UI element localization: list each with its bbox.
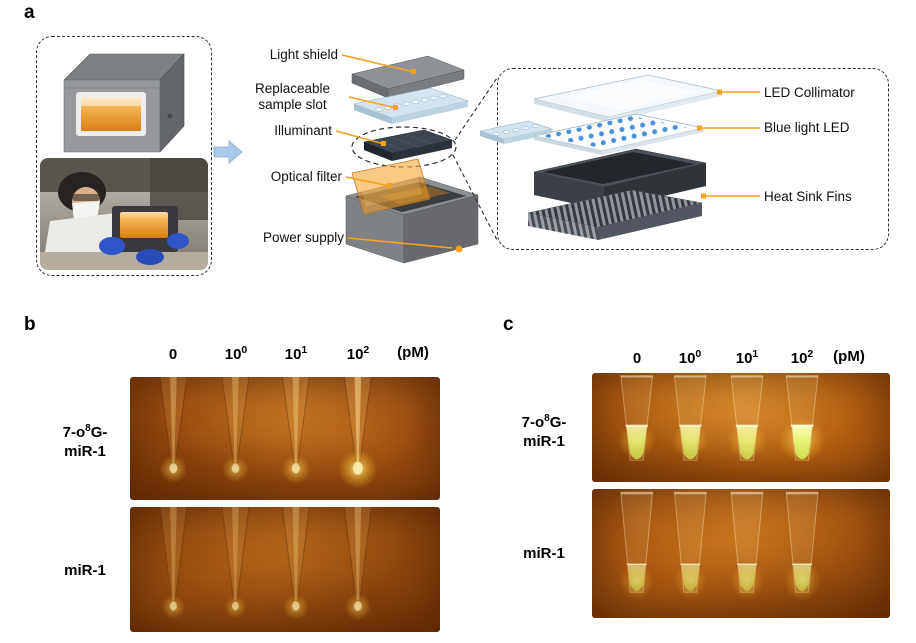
- label-blue-light-led: Blue light LED: [764, 120, 850, 135]
- c-conc-header-0: 0: [632, 350, 642, 367]
- label-connector-lines: [335, 54, 760, 249]
- label-power-supply: Power supply: [262, 230, 344, 245]
- label-led-collimator: LED Collimator: [764, 85, 855, 100]
- b-conc-header-3: 102: [346, 344, 370, 363]
- b-row-label-mir1: miR-1: [64, 562, 106, 579]
- gel-image-c-mir1: [592, 489, 890, 618]
- sample-slot-part: [352, 87, 470, 124]
- label-connector-dots: [381, 69, 722, 199]
- gel-image-b-7o8g-mir1: [130, 377, 440, 500]
- c-conc-header-2: 101: [735, 348, 759, 367]
- b-conc-header-2: 101: [284, 344, 308, 363]
- illuminant-part: [351, 126, 457, 168]
- heat-sink-fins-part: [527, 189, 703, 240]
- panel-c-label: c: [503, 314, 514, 335]
- device-overview-box: [36, 36, 212, 276]
- label-heat-sink-fins: Heat Sink Fins: [764, 189, 852, 204]
- c-unit-label: (pM): [833, 348, 865, 365]
- b-conc-header-0: 0: [168, 346, 178, 363]
- blue-led-part: [533, 113, 705, 155]
- flow-arrow-icon: [213, 140, 243, 164]
- c-row-label-7o8g-mir1: 7-o8G- miR-1: [521, 413, 567, 450]
- b-row-label-7o8g-mir1: 7-o8G- miR-1: [62, 423, 108, 460]
- b-unit-label: (pM): [397, 344, 429, 361]
- panel-a-label: a: [24, 2, 35, 23]
- usage-photo: [40, 158, 208, 270]
- label-illuminant: Illuminant: [274, 123, 332, 138]
- c-row-label-mir1: miR-1: [523, 545, 565, 562]
- illuminant-detail-box: [497, 68, 889, 250]
- b-conc-header-1: 100: [224, 344, 248, 363]
- detail-connector-lines: [452, 77, 498, 241]
- c-conc-header-1: 100: [678, 348, 702, 367]
- label-replaceable-sample-slot: Replaceable sample slot: [254, 81, 331, 112]
- led-collimator-part: [533, 74, 723, 122]
- light-shield-part: [351, 55, 465, 99]
- label-light-shield: Light shield: [269, 47, 338, 62]
- device-render: [63, 53, 185, 153]
- illuminant-callout-circle: [351, 126, 457, 168]
- label-optical-filter: Optical filter: [270, 169, 342, 184]
- panel-a-illustration: [40, 53, 760, 270]
- c-conc-header-3: 102: [790, 348, 814, 367]
- gel-image-b-mir1: [130, 507, 440, 632]
- power-led-dot: [455, 245, 463, 253]
- panel-b-label: b: [24, 314, 36, 335]
- gel-image-c-7o8g-mir1: [592, 373, 890, 482]
- sample-slot-part-2: [478, 120, 554, 144]
